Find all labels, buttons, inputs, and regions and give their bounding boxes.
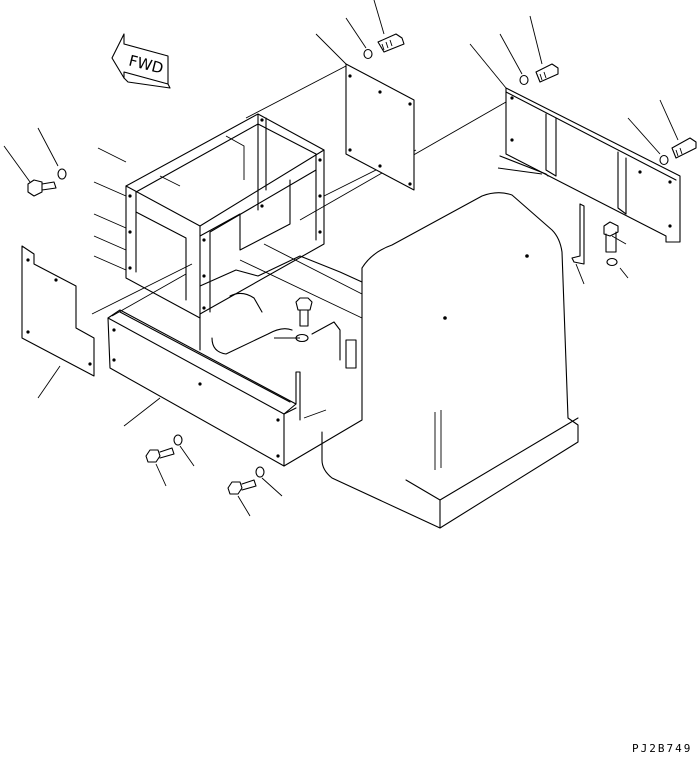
small-l-bracket <box>571 203 585 265</box>
tank-body <box>321 192 579 529</box>
left-side-plate <box>21 245 95 377</box>
leader-lines <box>3 0 679 517</box>
bolt-top-right <box>519 63 559 86</box>
front-bottom-plate <box>107 309 363 467</box>
drawing-code: PJ2B749 <box>632 742 692 755</box>
bolt-center-vertical <box>295 297 313 343</box>
bolt-bottom-left <box>145 434 183 463</box>
fwd-direction-arrow: FWD <box>111 33 171 89</box>
bolt-left-top <box>27 168 67 197</box>
bolt-top-center <box>363 33 405 60</box>
bolt-right-vertical <box>603 221 619 267</box>
bolt-bottom-center <box>227 466 265 495</box>
top-cover-plate <box>345 63 415 191</box>
bolt-right-far <box>659 137 697 166</box>
frame-assembly <box>125 113 363 369</box>
assembly-guide-lines <box>91 65 507 319</box>
rear-bracket-panel <box>499 87 681 243</box>
